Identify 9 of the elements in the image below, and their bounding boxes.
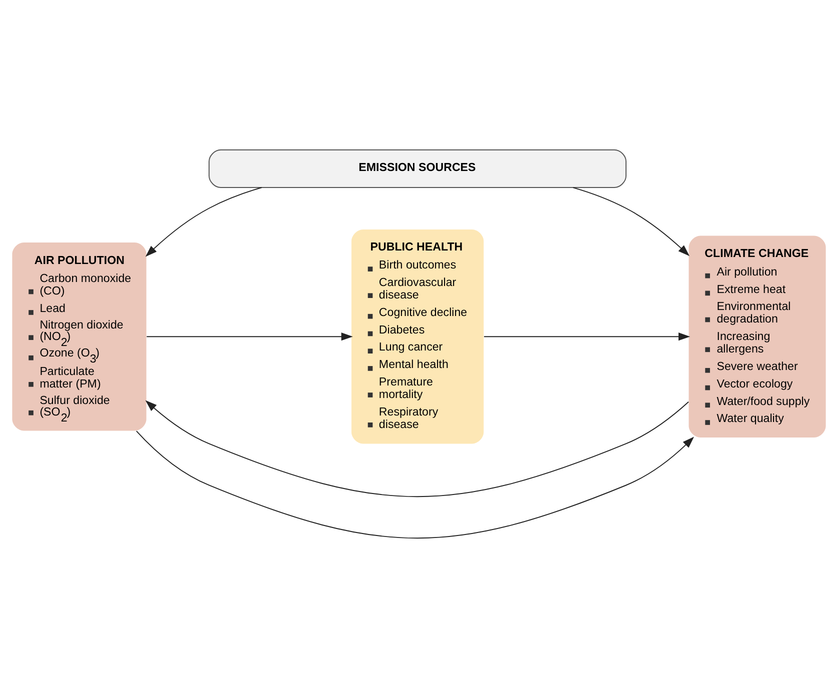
arrow	[136, 430, 694, 539]
node-box: EMISSION SOURCES	[208, 149, 626, 188]
node-box: CLIMATE CHANGE Air pollution Extreme heat Environmental degradation Increasing allergens Severe weather Vector ecology Water/food supply Water quality	[688, 236, 826, 438]
arrow	[484, 332, 690, 341]
arrow	[145, 187, 262, 257]
arrow	[145, 400, 689, 498]
arrow	[572, 187, 690, 256]
arrow	[146, 332, 353, 341]
node-box: PUBLIC HEALTH Birth outcomes Cardiovascular disease Cognitive decline Diabetes Lung cancer Mental health Premature mortality Respiratory disease	[351, 229, 484, 444]
